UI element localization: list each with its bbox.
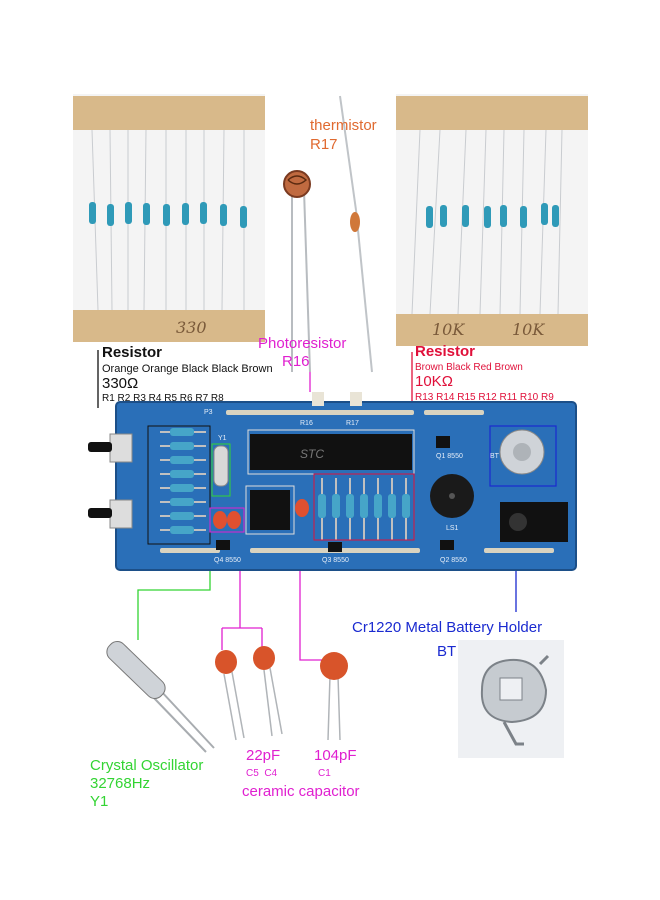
pcb-transistor-q1 [436, 436, 450, 448]
photoresistor-ref: R16 [282, 353, 310, 370]
tactile-button-top [109, 433, 133, 463]
pcb-cap-c5 [213, 511, 227, 529]
resistor-330-strip [89, 129, 247, 311]
pcb-board: STC [88, 392, 577, 571]
photoresistor-label: Photoresistor [258, 335, 347, 352]
photoresistor-part [283, 170, 311, 373]
tape-note-10k-a: 10K [432, 320, 465, 339]
silk-q3: Q3 8550 [322, 557, 349, 564]
cap22-leader [221, 530, 263, 650]
resistor-330-refs: R1 R2 R3 R4 R5 R6 R7 R8 [102, 393, 224, 404]
resistor-330-tape-bottom [73, 310, 265, 342]
silk-bt: BT [490, 453, 500, 460]
resistor-330-title: Resistor [102, 344, 163, 361]
pcb-clock-chip [250, 490, 290, 530]
resistor-10k-value: 10KΩ [415, 373, 453, 390]
resistor-330-value: 330Ω [102, 375, 139, 392]
silk-q4: Q4 8550 [214, 557, 241, 564]
silk-q1: Q1 8550 [436, 453, 463, 460]
battery-holder-part [480, 654, 550, 746]
resistor-330-colors: Orange Orange Black Black Brown [102, 363, 273, 375]
pcb-chip-text: STC [300, 447, 324, 461]
pcb-transistor-q3 [328, 542, 342, 552]
silk-p3: P3 [204, 409, 213, 416]
pcb-crystal [213, 445, 229, 487]
tape-note-10k-b: 10K [512, 320, 545, 339]
crystal-freq: 32768Hz [90, 775, 151, 792]
crystal-label: Crystal Oscillator [90, 757, 204, 774]
cap104-value: 104pF [314, 747, 357, 764]
resistor-330-tape-top [73, 96, 265, 130]
thermistor-label: thermistor [310, 117, 377, 134]
ceramic-cap-104pf-part [320, 652, 348, 741]
cap22-refs: C5 C4 [246, 768, 278, 779]
silk-y1: Y1 [218, 435, 227, 442]
cap22-value: 22pF [246, 747, 281, 764]
pcb-transistor-q2 [440, 540, 454, 550]
silk-q2: Q2 8550 [440, 557, 467, 564]
crystal-ref: Y1 [90, 793, 109, 810]
resistor-10k-title: Resistor [415, 343, 476, 360]
pcb-transistor-q4 [216, 540, 230, 550]
crystal-oscillator-part [106, 641, 215, 753]
silk-r16: R16 [300, 420, 313, 427]
ceramic-capacitor-label: ceramic capacitor [242, 783, 360, 800]
pcb-mcu-chip [250, 434, 412, 470]
pcb-cap-c4 [227, 511, 241, 529]
ceramic-cap-22pf-parts [215, 646, 283, 741]
battery-holder-ref: BT [437, 643, 457, 660]
tape-note-330: 330 [176, 318, 207, 337]
cap104-ref: C1 [318, 768, 331, 779]
silk-r17: R17 [346, 420, 359, 427]
silk-ls1: LS1 [446, 525, 459, 532]
pcb-cap-c1 [295, 499, 309, 517]
thermistor-ref: R17 [310, 136, 338, 153]
battery-holder-title: Cr1220 Metal Battery Holder [352, 619, 543, 636]
resistor-10k-tape-top [396, 96, 588, 130]
resistor-10k-refs: R13 R14 R15 R12 R11 R10 R9 [415, 392, 554, 403]
pcb-resistors-330 [147, 425, 211, 545]
tactile-button-bottom [109, 499, 133, 529]
thermistor-part [339, 95, 373, 373]
pcb-resistors-10k [313, 473, 415, 541]
resistor-10k-colors: Brown Black Red Brown [415, 362, 523, 373]
resistor-10k-strip [411, 129, 563, 315]
resistor-10k-tape-bottom [396, 314, 588, 346]
